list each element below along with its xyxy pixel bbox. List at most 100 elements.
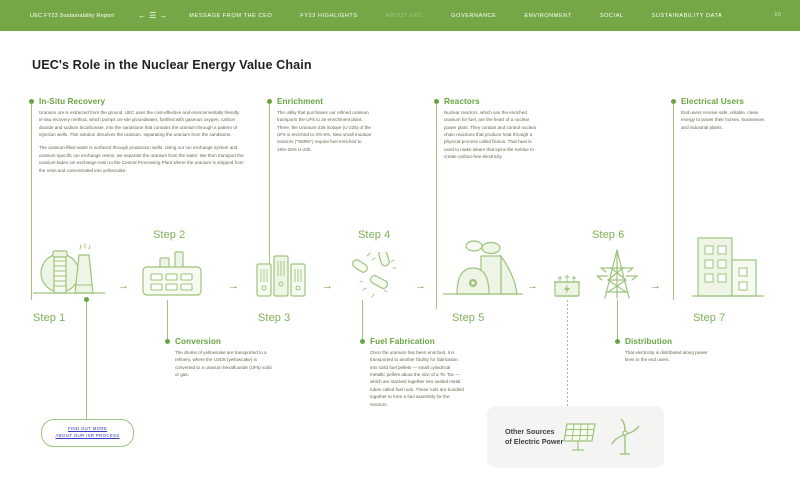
block-title: Distribution: [625, 337, 673, 346]
flow-arrow-icon: →: [118, 280, 129, 292]
connector-rail-reactors: [436, 104, 437, 309]
menu-icon[interactable]: ☰: [149, 10, 157, 20]
nav-item-about-uec[interactable]: ABOUT UEC: [385, 12, 424, 19]
block-body: The drums of yellowcake are transported …: [175, 349, 273, 378]
bullet-dot-icon: [165, 339, 170, 344]
paragraph: Uranium ore is extracted from the ground…: [39, 110, 240, 138]
block-header: Fuel Fabrication: [360, 337, 464, 346]
block-fuel-fabrication: Fuel Fabrication Once the uranium has be…: [360, 337, 464, 414]
block-distribution: Distribution That electricity is distrib…: [615, 337, 713, 370]
connector-rail-fuel-fabrication: [362, 300, 363, 342]
block-header: Enrichment: [267, 97, 375, 106]
nav-item-environment[interactable]: ENVIRONMENT: [524, 12, 572, 19]
block-reactors: Reactors Nuclear reactors, which use the…: [434, 97, 538, 167]
block-title: Fuel Fabrication: [370, 337, 435, 346]
other-sources-panel: Other Sources of Electric Power: [487, 406, 664, 468]
block-title: Conversion: [175, 337, 222, 346]
flow-arrow-icon: →: [415, 280, 426, 292]
forward-arrow-icon[interactable]: →: [159, 10, 168, 20]
block-body: Once the uranium has been enriched, it i…: [370, 349, 464, 408]
block-body: The utility that purchases our refined u…: [277, 109, 375, 153]
block-conversion: Conversion The drums of yellowcake are t…: [165, 337, 273, 384]
block-title: Enrichment: [277, 97, 324, 106]
uranium-drums-icon: [255, 250, 310, 305]
flow-arrow-icon: →: [527, 280, 538, 292]
other-sources-label: Other Sources of Electric Power: [505, 427, 563, 448]
block-body: End users receive safe, reliable, clean …: [681, 109, 768, 131]
nav-item-governance[interactable]: GOVERNANCE: [451, 12, 497, 19]
step-label-6: Step 6: [592, 229, 625, 241]
transformer-icon: [552, 272, 582, 307]
paragraph: Nuclear reactors, which use the enriched…: [444, 110, 537, 160]
block-title: Electrical Users: [681, 97, 745, 106]
top-navigation-bar: UEC FY23 Sustainability Report ← ☰ → MES…: [0, 0, 800, 31]
block-header: Distribution: [615, 337, 713, 346]
solar-panel-icon: [563, 423, 597, 451]
buildings-icon: [690, 234, 766, 309]
block-body: Nuclear reactors, which use the enriched…: [444, 109, 538, 161]
bullet-dot-icon: [671, 99, 676, 104]
page-title: UEC's Role in the Nuclear Energy Value C…: [32, 58, 312, 72]
nav-item-fy23-highlights[interactable]: FY23 HIGHLIGHTS: [300, 12, 358, 19]
block-header: In-Situ Recovery: [29, 97, 244, 106]
step-label-4: Step 4: [358, 229, 391, 241]
connector-rail-conversion: [167, 300, 168, 342]
connector-rail-in-situ: [31, 104, 32, 300]
step-label-2: Step 2: [153, 229, 186, 241]
step-label-1: Step 1: [33, 312, 66, 324]
connector-rail-distribution: [617, 300, 618, 342]
cta-line-1[interactable]: FIND OUT MORE: [67, 426, 108, 432]
isr-process-cta-button[interactable]: FIND OUT MORE ABOUT OUR ISR PROCESS: [41, 419, 134, 447]
connector-rail-other-sources: [567, 300, 568, 417]
back-arrow-icon[interactable]: ←: [138, 10, 147, 20]
fuel-pellets-icon: [350, 249, 406, 309]
nav-links: MESSAGE FROM THE CEO FY23 HIGHLIGHTS ABO…: [189, 13, 750, 19]
block-in-situ-recovery: In-Situ Recovery Uranium ore is extracte…: [29, 97, 244, 180]
step-label-7: Step 7: [693, 312, 726, 324]
flow-arrow-icon: →: [228, 280, 239, 292]
other-sources-line-1: Other Sources: [505, 426, 555, 436]
mine-tank-icon: [33, 241, 105, 306]
block-electrical-users: Electrical Users End users receive safe,…: [671, 97, 768, 137]
page-number: 10: [774, 12, 781, 18]
paragraph: Once the uranium has been enriched, it i…: [370, 350, 464, 407]
flow-arrow-icon: →: [322, 280, 333, 292]
step-label-3: Step 3: [258, 312, 291, 324]
other-sources-icons: [563, 418, 643, 456]
block-header: Conversion: [165, 337, 273, 346]
connector-rail-enrichment: [269, 104, 270, 291]
junction-dot-step1: [84, 297, 89, 302]
bullet-dot-icon: [29, 99, 34, 104]
nuclear-reactor-icon: [443, 236, 523, 307]
block-title: Reactors: [444, 97, 480, 106]
power-pylon-icon: [595, 248, 639, 305]
nav-controls: ← ☰ →: [138, 10, 168, 20]
bullet-dot-icon: [267, 99, 272, 104]
block-body: That electricity is distributed along po…: [625, 349, 713, 364]
paragraph: End users receive safe, reliable, clean …: [681, 110, 765, 130]
step-label-5: Step 5: [452, 312, 485, 324]
cta-line-2[interactable]: ABOUT OUR ISR PROCESS: [55, 433, 120, 438]
connector-rail-electrical-users: [673, 104, 674, 300]
paragraph: The utility that purchases our refined u…: [277, 110, 372, 152]
nav-item-message-from-the-ceo[interactable]: MESSAGE FROM THE CEO: [189, 12, 273, 19]
block-header: Electrical Users: [671, 97, 768, 106]
factory-icon: [140, 244, 208, 305]
nav-item-social[interactable]: SOCIAL: [599, 12, 624, 19]
flow-arrow-icon: →: [650, 280, 661, 292]
wind-turbine-icon: [611, 418, 640, 455]
block-body: Uranium ore is extracted from the ground…: [39, 109, 244, 174]
block-enrichment: Enrichment The utility that purchases ou…: [267, 97, 375, 159]
bullet-dot-icon: [615, 339, 620, 344]
nav-item-sustainability-data[interactable]: SUSTAINABILITY DATA: [651, 12, 723, 19]
block-title: In-Situ Recovery: [39, 97, 106, 106]
paragraph: The uranium-filled water is surfaced thr…: [39, 145, 244, 173]
paragraph: That electricity is distributed along po…: [625, 350, 708, 363]
block-header: Reactors: [434, 97, 538, 106]
bullet-dot-icon: [360, 339, 365, 344]
bullet-dot-icon: [434, 99, 439, 104]
other-sources-line-2: of Electric Power: [505, 437, 564, 446]
report-brand-title: UEC FY23 Sustainability Report: [30, 12, 115, 19]
connector-rail-cta: [86, 300, 87, 419]
